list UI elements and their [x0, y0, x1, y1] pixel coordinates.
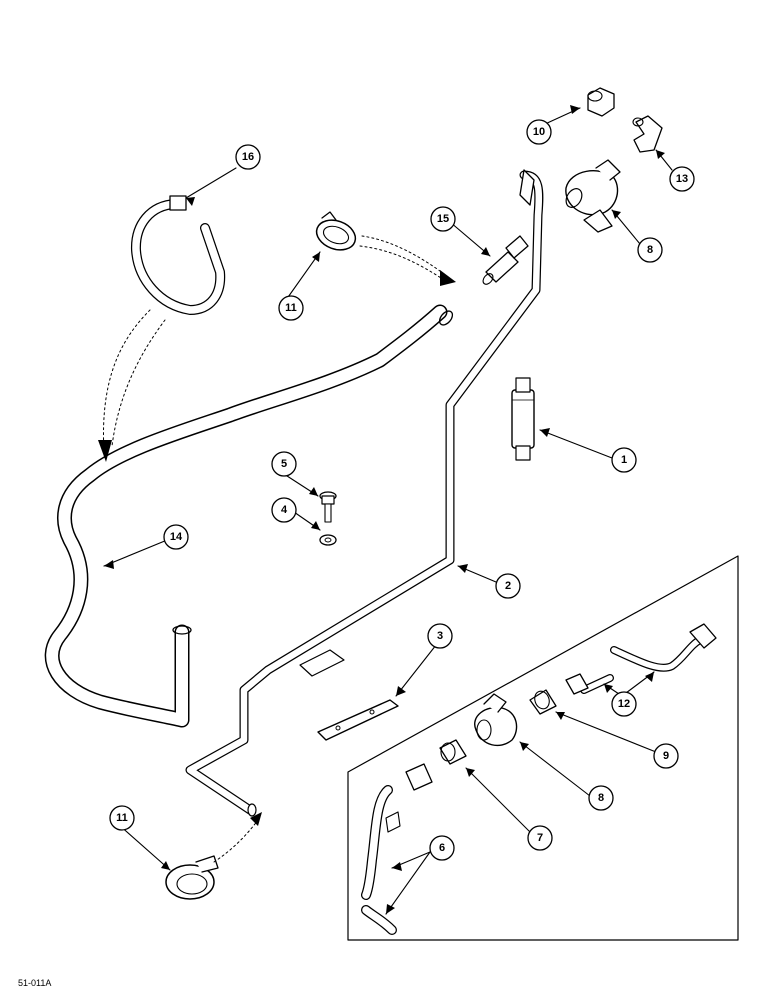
- inset-frame: [347, 555, 739, 941]
- leader-lines: [103, 107, 673, 915]
- callout-7: 7: [537, 832, 543, 844]
- tube-12: [565, 623, 717, 695]
- callout-16: 16: [242, 151, 254, 163]
- adapter-7: [439, 739, 467, 765]
- elbow-13: [632, 115, 663, 153]
- washer-4: [319, 534, 337, 546]
- hose-clamp-11-upper: [315, 211, 357, 251]
- bolt-5: [319, 491, 337, 523]
- callout-8-lower: 8: [598, 792, 604, 804]
- figure-code: 51-011A: [18, 978, 52, 988]
- valve-8-lower: [474, 693, 518, 747]
- coupling-1: [511, 377, 535, 461]
- callout-circles: [109, 119, 695, 861]
- callout-15: 15: [437, 213, 449, 225]
- callout-12: 12: [618, 698, 630, 710]
- nut-10: [587, 87, 615, 117]
- leader-arrow-heads: [104, 105, 665, 914]
- callout-10: 10: [533, 126, 545, 138]
- callout-3: 3: [437, 630, 443, 642]
- adapter-9: [529, 689, 557, 715]
- valve-8-upper: [565, 159, 621, 233]
- assembly-arrow-heads: [98, 270, 456, 826]
- hose-barb-15: [482, 235, 529, 285]
- hose-6: [361, 763, 433, 935]
- hose-clamp-11-lower: [165, 855, 219, 900]
- hose-14: [44, 304, 454, 728]
- callout-1: 1: [621, 454, 627, 466]
- pipe-2: [185, 169, 544, 817]
- assembly-arrows: [102, 235, 453, 863]
- callout-4: 4: [281, 504, 288, 516]
- callout-11-lower: 11: [116, 812, 128, 824]
- bracket-3: [317, 699, 399, 741]
- cable-tie-16: [130, 195, 226, 315]
- callout-2: 2: [505, 580, 511, 592]
- callout-14: 14: [170, 531, 183, 543]
- callout-13: 13: [676, 173, 688, 185]
- callout-8-upper: 8: [647, 244, 653, 256]
- callout-5: 5: [281, 458, 287, 470]
- callout-9: 9: [663, 750, 669, 762]
- callout-11-upper: 11: [285, 302, 297, 314]
- callout-6: 6: [439, 842, 445, 854]
